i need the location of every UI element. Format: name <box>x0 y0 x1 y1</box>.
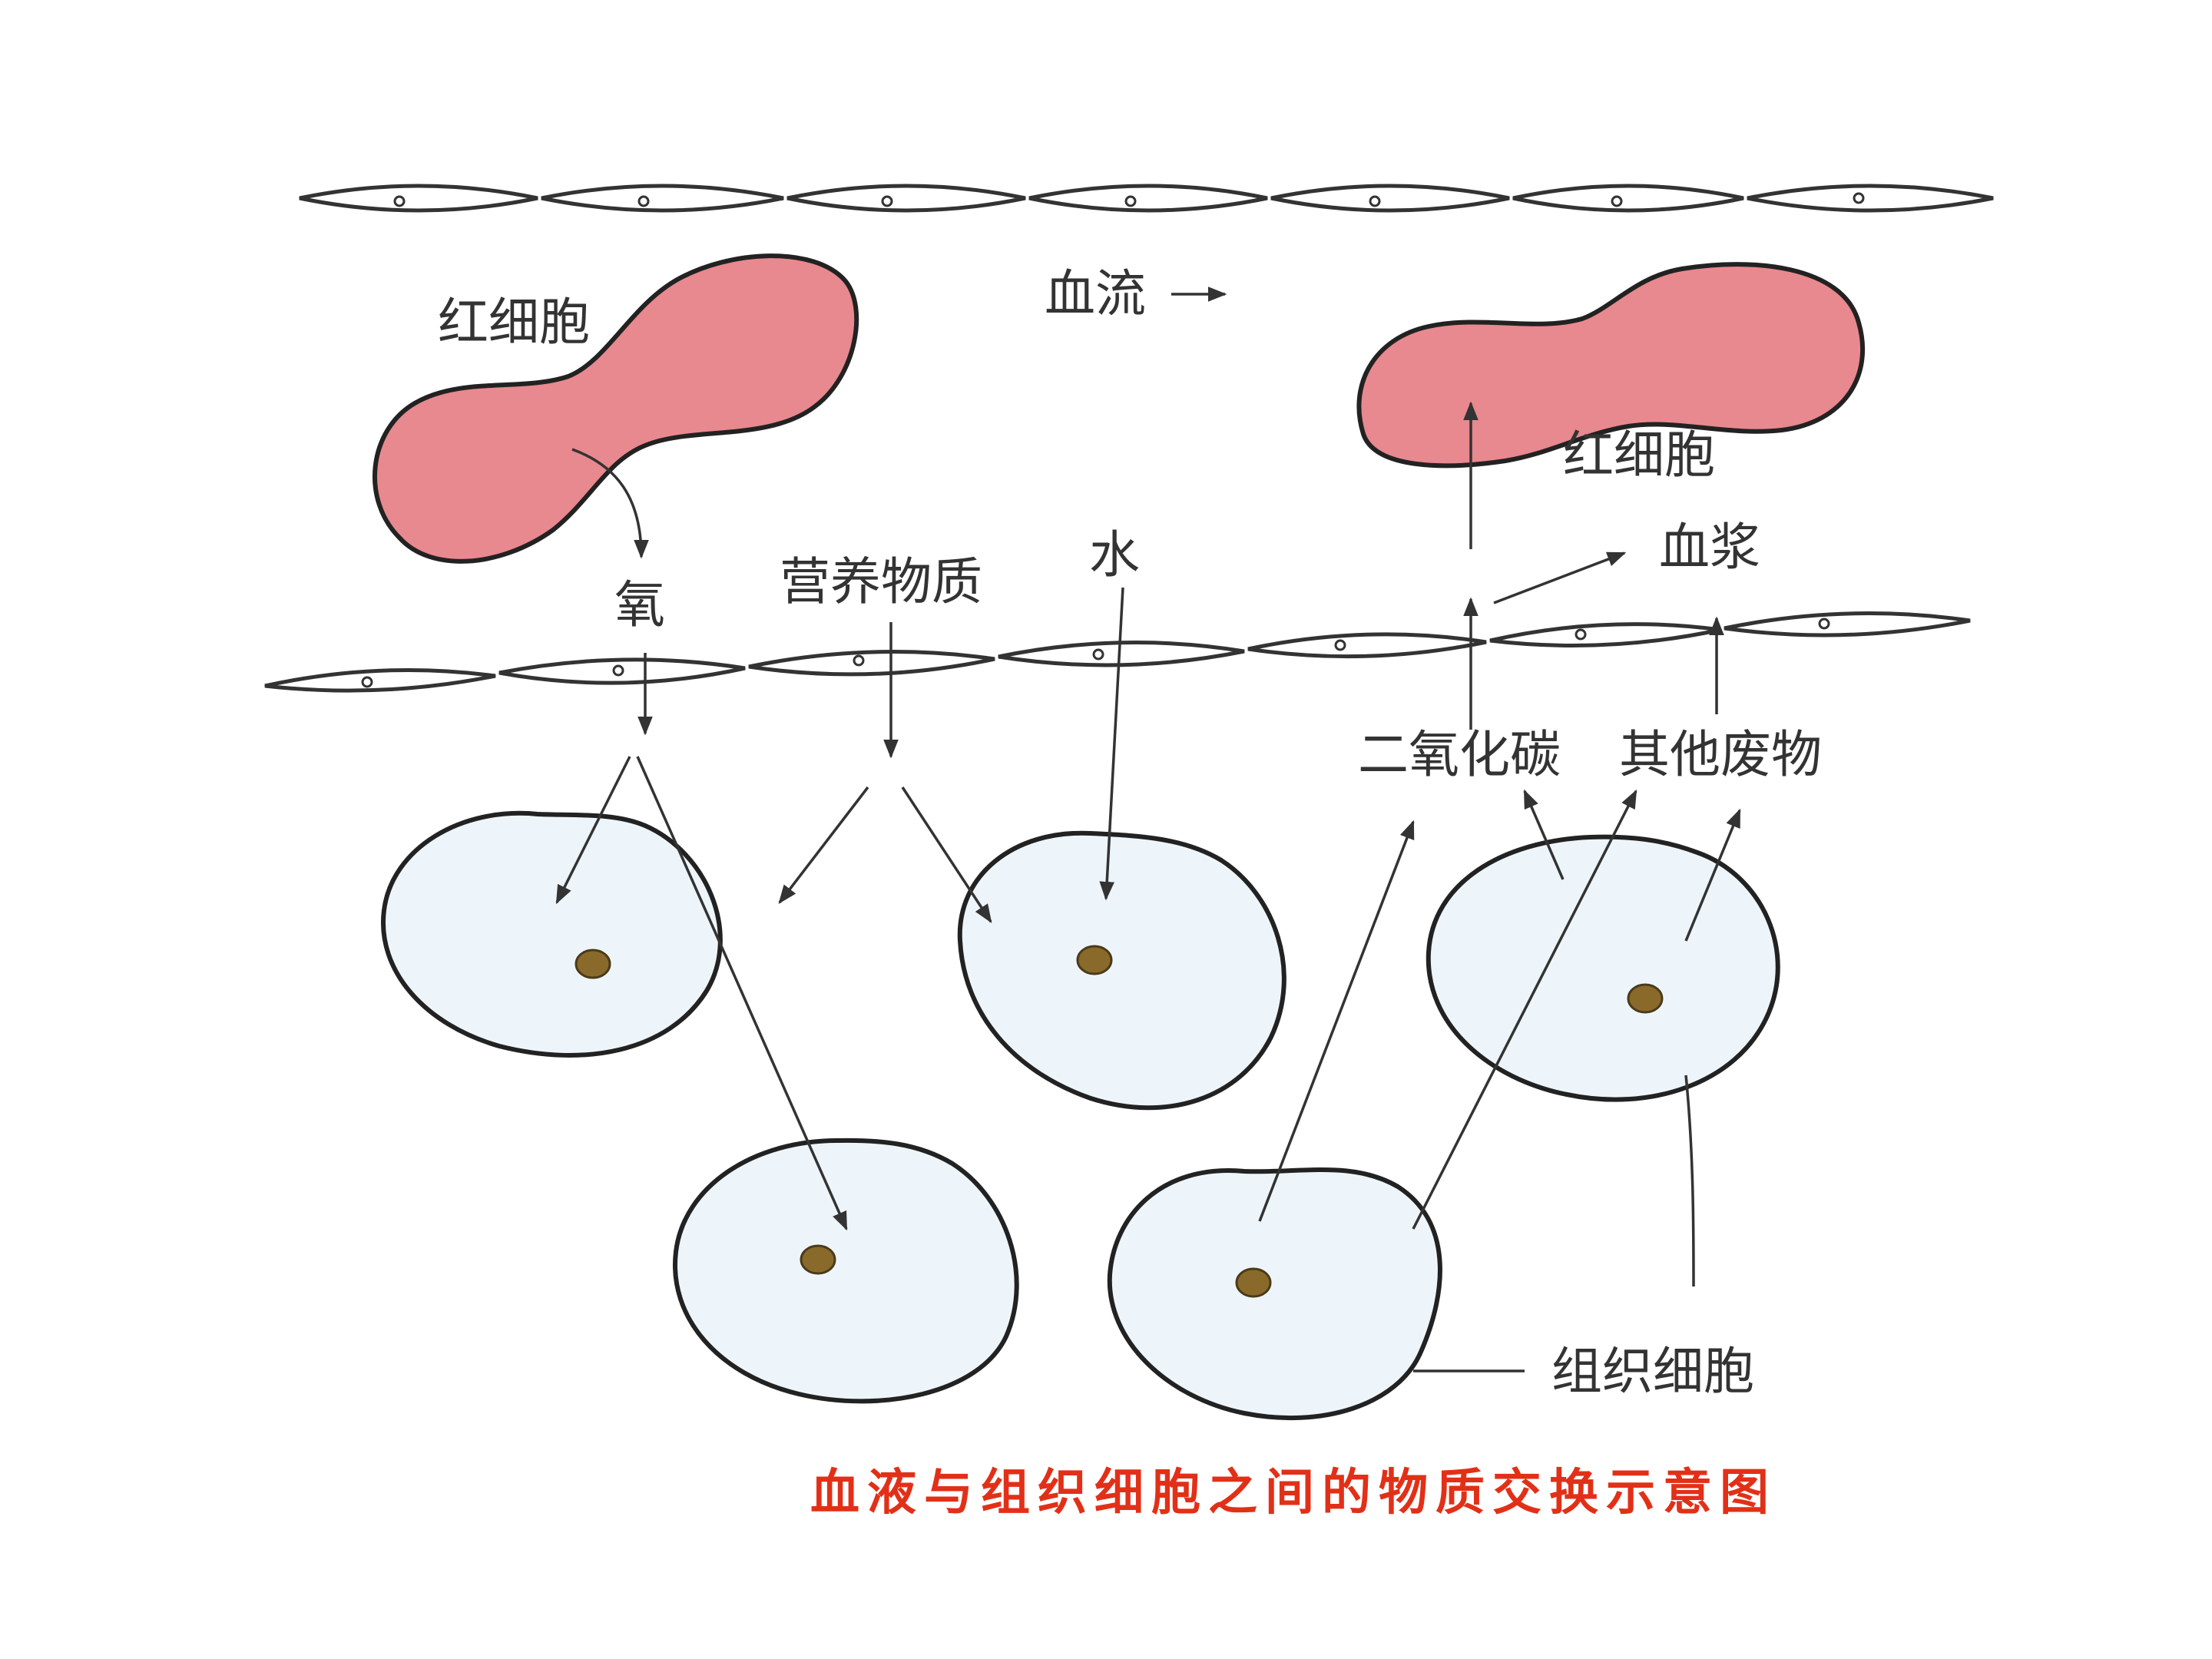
oxygen-to-cell1-arrow <box>555 756 631 905</box>
tissue-cell-4 <box>673 1137 1019 1404</box>
label-nutrients: 营养物质 <box>780 552 982 611</box>
nutrients-to-cell2-arrow <box>901 786 992 924</box>
to-plasma-arrow <box>1493 551 1627 604</box>
nucleus-4 <box>800 1244 836 1275</box>
label-other-waste: 其他废物 <box>1619 725 1822 784</box>
nucleus-1 <box>575 949 611 979</box>
label-blood-flow: 血流 <box>1045 264 1146 323</box>
nutrients-to-cell1-arrow <box>778 786 869 904</box>
tissue-cell-1 <box>381 810 723 1058</box>
label-rbc-left: 红细胞 <box>438 293 590 352</box>
diagram-title: 血液与组织细胞之间的物质交换示意图 <box>810 1465 1777 1522</box>
waste-from-cell5-arrow <box>1412 789 1637 1230</box>
label-rbc-right: 红细胞 <box>1563 426 1715 485</box>
label-co2: 二氧化碳 <box>1358 725 1561 784</box>
tissue-cell-3 <box>1426 834 1780 1102</box>
tissue-cell-leader-line-2 <box>1684 1075 1695 1287</box>
tissue-cell-2 <box>957 830 1286 1111</box>
water-arrow <box>1099 587 1124 901</box>
nucleus-3 <box>1627 983 1664 1014</box>
oxygen-to-cell4-arrow <box>636 756 848 1231</box>
exchange-arrows <box>555 286 1741 1373</box>
red-blood-cell-left <box>372 253 859 564</box>
upper-capillary-wall <box>299 184 1994 213</box>
co2-from-cell5-arrow <box>1258 820 1415 1222</box>
nucleus-5 <box>1235 1267 1272 1298</box>
label-tissue-cells: 组织细胞 <box>1551 1342 1754 1401</box>
label-water: 水 <box>1089 525 1140 584</box>
nucleus-2 <box>1076 945 1113 975</box>
tissue-cell-5 <box>1107 1167 1442 1420</box>
waste-from-cell3-arrow <box>1523 789 1565 880</box>
red-blood-cell-right <box>1356 262 1866 469</box>
oxygen-release-arrow <box>571 448 649 559</box>
label-plasma: 血浆 <box>1659 518 1760 577</box>
waste-from-cell3-right-arrow <box>1684 808 1741 942</box>
label-oxygen: 氧 <box>614 575 665 634</box>
